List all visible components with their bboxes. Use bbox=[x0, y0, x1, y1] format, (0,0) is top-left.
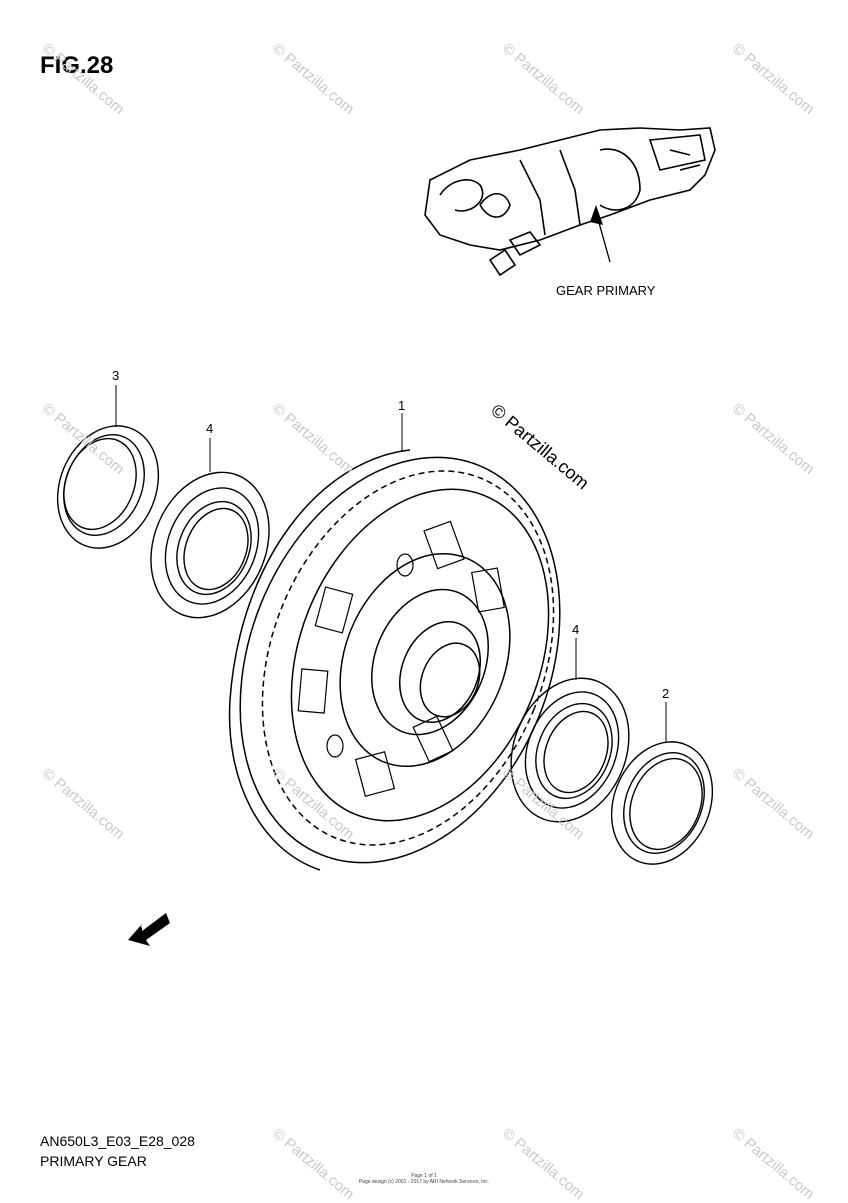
part-4-bearing-left bbox=[150, 471, 270, 619]
callout-4-left: 4 bbox=[206, 421, 214, 436]
page-indicator: Page 1 of 1 bbox=[411, 1173, 437, 1179]
diagram-code: AN650L3_E03_E28_028 bbox=[40, 1133, 195, 1149]
fwd-arrow-icon bbox=[128, 913, 170, 946]
part-2-oil-seal bbox=[610, 741, 714, 865]
part-1-primary-gear bbox=[228, 449, 561, 871]
figure-title: FIG.28 bbox=[40, 52, 114, 79]
diagram-title: PRIMARY GEAR bbox=[40, 1153, 147, 1169]
callout-3: 3 bbox=[112, 368, 120, 383]
callout-2: 2 bbox=[662, 686, 670, 701]
gear-primary-arrowhead bbox=[590, 205, 603, 225]
inset-label: GEAR PRIMARY bbox=[556, 283, 656, 298]
engine-inset-sketch bbox=[424, 127, 716, 277]
callout-1: 1 bbox=[398, 398, 406, 413]
callout-4-right: 4 bbox=[572, 622, 580, 637]
copyright-notice: Page design (c) 2001 - 2017 by ARI Netwo… bbox=[358, 1179, 490, 1185]
part-4-bearing-right bbox=[510, 677, 630, 823]
part-3-oil-seal bbox=[56, 425, 160, 549]
